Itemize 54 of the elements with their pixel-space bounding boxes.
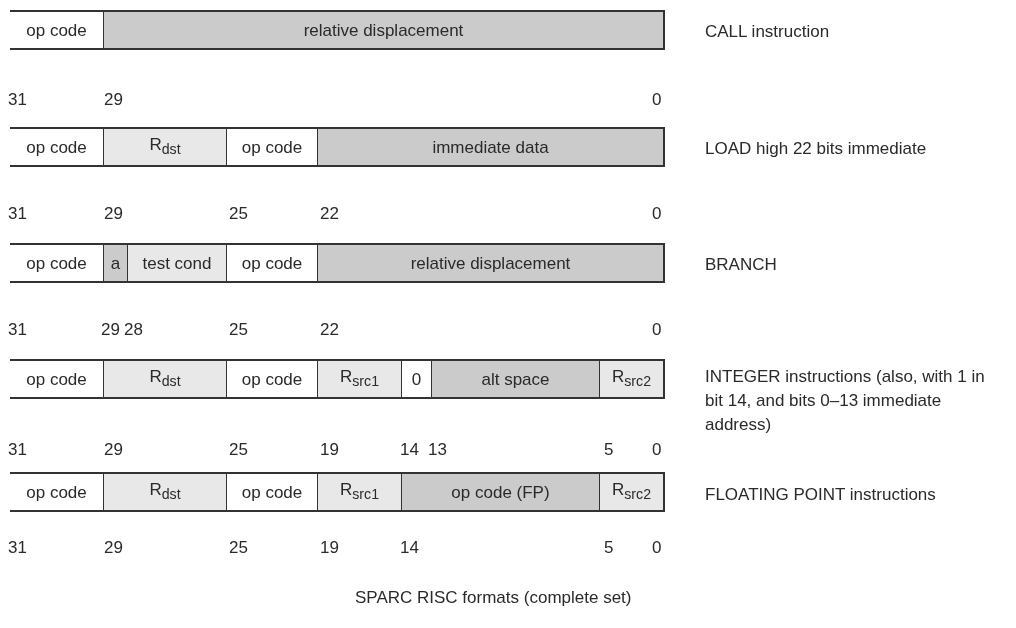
bit-field: R$_{src1}$ bbox=[318, 361, 402, 397]
bit-number: 0 bbox=[652, 204, 662, 224]
bit-field: op code bbox=[10, 245, 104, 281]
bit-number: 25 bbox=[229, 320, 248, 340]
bit-number: 31 bbox=[8, 538, 27, 558]
bit-number: 14 bbox=[400, 538, 419, 558]
bit-number: 28 bbox=[124, 320, 143, 340]
bit-number: 0 bbox=[652, 440, 662, 460]
bit-number: 31 bbox=[8, 440, 27, 460]
bit-field: op code bbox=[10, 361, 104, 397]
bit-field: a bbox=[104, 245, 128, 281]
bit-number: 29 bbox=[104, 538, 123, 558]
bit-number: 19 bbox=[320, 538, 339, 558]
bit-field: R$_{src1}$ bbox=[318, 474, 402, 510]
bit-number: 5 bbox=[604, 538, 614, 558]
bit-field: relative displacement bbox=[318, 245, 663, 281]
bit-field: immediate data bbox=[318, 129, 663, 165]
bit-number: 31 bbox=[8, 90, 27, 110]
bit-field: R$_{src2}$ bbox=[600, 361, 663, 397]
bit-number: 5 bbox=[604, 440, 614, 460]
format-description: FLOATING POINT instructions bbox=[705, 484, 937, 506]
bit-field: op code (FP) bbox=[402, 474, 600, 510]
bit-number: 25 bbox=[229, 538, 248, 558]
format-description: LOAD high 22 bits immediate bbox=[705, 138, 928, 160]
bit-number: 0 bbox=[652, 90, 662, 110]
bit-field: alt space bbox=[432, 361, 600, 397]
bit-field: test cond bbox=[128, 245, 227, 281]
bit-field: op code bbox=[10, 474, 104, 510]
bit-number: 25 bbox=[229, 204, 248, 224]
bit-field: relative displacement bbox=[104, 12, 663, 48]
format-description: INTEGER instructions (also, with 1 in bit 14, and bits 0–13 immediate address) bbox=[705, 366, 986, 436]
bit-number: 13 bbox=[428, 440, 447, 460]
bit-number: 0 bbox=[652, 538, 662, 558]
bit-number: 0 bbox=[652, 320, 662, 340]
bit-number: 29 bbox=[104, 90, 123, 110]
figure-caption: SPARC RISC formats (complete set) bbox=[355, 588, 632, 608]
bit-field: R$_{dst}$ bbox=[104, 129, 227, 165]
bit-number: 22 bbox=[320, 320, 339, 340]
bit-field: R$_{dst}$ bbox=[104, 361, 227, 397]
bit-number: 31 bbox=[8, 320, 27, 340]
bit-number: 22 bbox=[320, 204, 339, 224]
bit-field: R$_{dst}$ bbox=[104, 474, 227, 510]
bit-field: op code bbox=[10, 12, 104, 48]
bit-field: op code bbox=[10, 129, 104, 165]
bit-number: 19 bbox=[320, 440, 339, 460]
bit-number: 29 bbox=[104, 440, 123, 460]
bit-number: 31 bbox=[8, 204, 27, 224]
format-description: BRANCH bbox=[705, 254, 778, 276]
bit-number: 25 bbox=[229, 440, 248, 460]
bit-number: 29 bbox=[101, 320, 120, 340]
bit-number: 29 bbox=[104, 204, 123, 224]
bit-field: R$_{src2}$ bbox=[600, 474, 663, 510]
bit-number: 14 bbox=[400, 440, 419, 460]
format-description: CALL instruction bbox=[705, 21, 831, 43]
